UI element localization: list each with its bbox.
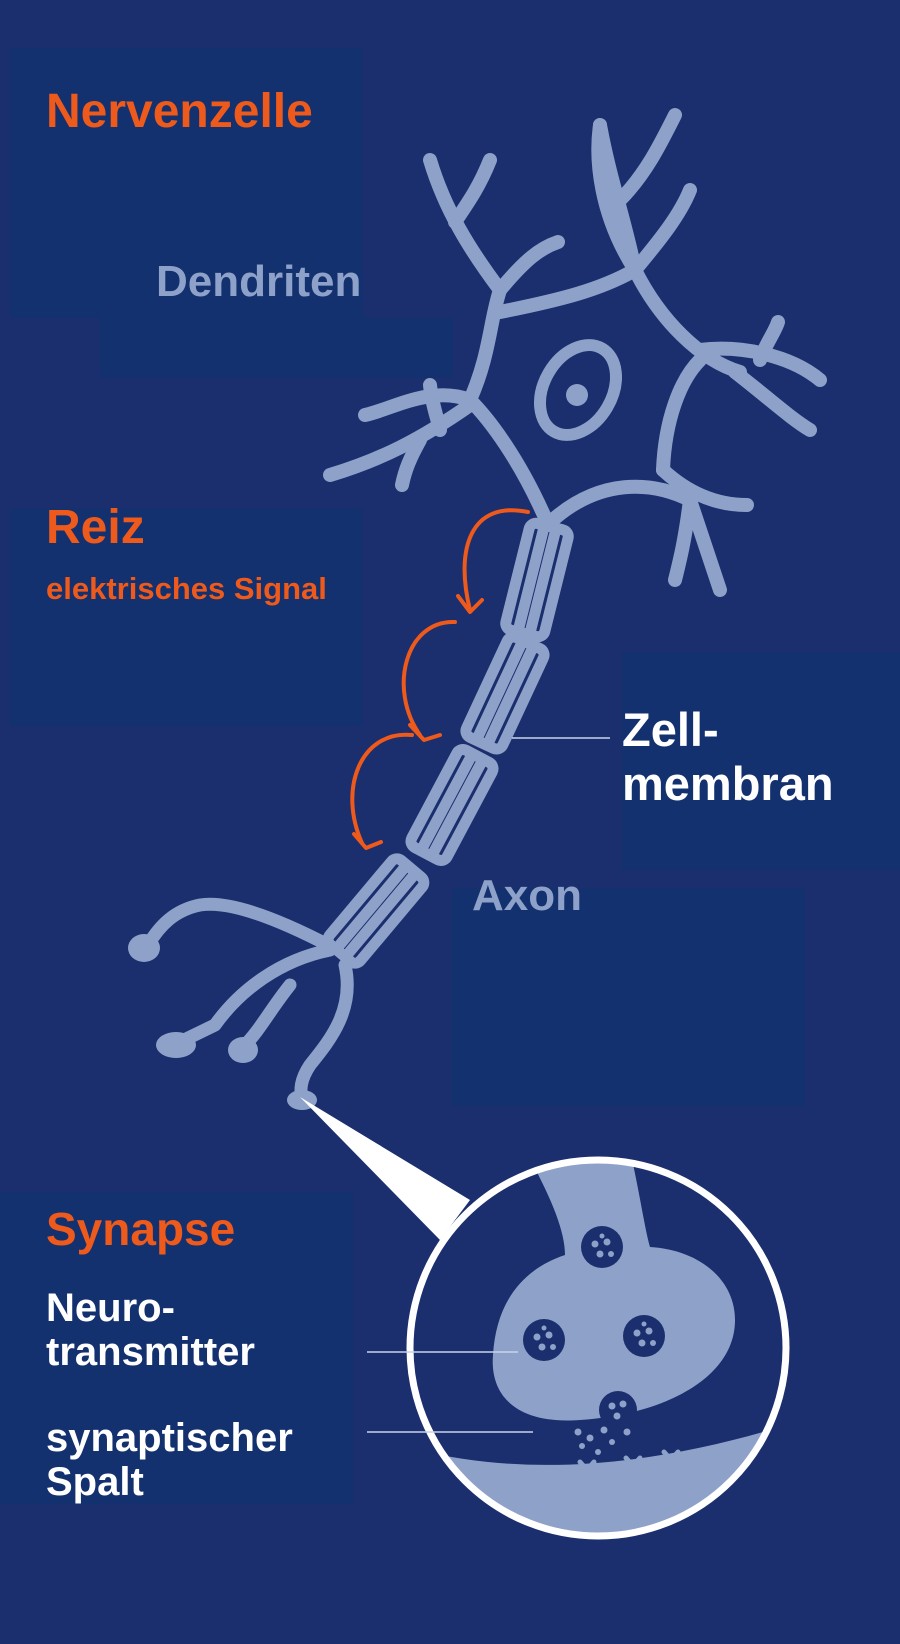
stimulus-panel <box>10 508 363 726</box>
synapse-circle-border <box>406 1156 790 1540</box>
title-panel <box>10 48 363 318</box>
membrane-label-line1: Zell- <box>622 703 719 756</box>
leader-lines <box>367 737 610 1433</box>
membrane-panel <box>622 652 900 870</box>
neurotransmitter-label-line1: Neuro- <box>46 1286 175 1330</box>
dendrites-illustration <box>323 108 827 597</box>
vesicles <box>523 1226 665 1455</box>
axon-panel <box>452 888 805 1106</box>
synapse-label: Synapse <box>46 1203 236 1255</box>
nucleolus <box>566 384 588 406</box>
membrane-label-line2: membran <box>622 757 834 810</box>
synapse-panel <box>0 1192 353 1504</box>
stimulus-sub-label: elektrisches Signal <box>46 571 327 606</box>
axon-segments <box>322 517 574 969</box>
zoom-connector <box>300 1097 470 1240</box>
cleft-label-line2: Spalt <box>46 1460 144 1504</box>
dendrites-panel <box>100 318 453 378</box>
signal-arrows <box>350 508 530 850</box>
dendrites-label: Dendriten <box>156 257 362 306</box>
nucleus-outline <box>534 339 622 441</box>
receptors <box>577 1449 681 1485</box>
axon-terminals <box>141 897 354 1107</box>
stimulus-label: Reiz <box>46 501 145 554</box>
title-label: Nervenzelle <box>46 85 313 138</box>
neurotransmitter-label-line2: transmitter <box>46 1330 255 1374</box>
cleft-label-line1: synaptischer <box>46 1416 293 1460</box>
axon-label: Axon <box>472 871 582 920</box>
